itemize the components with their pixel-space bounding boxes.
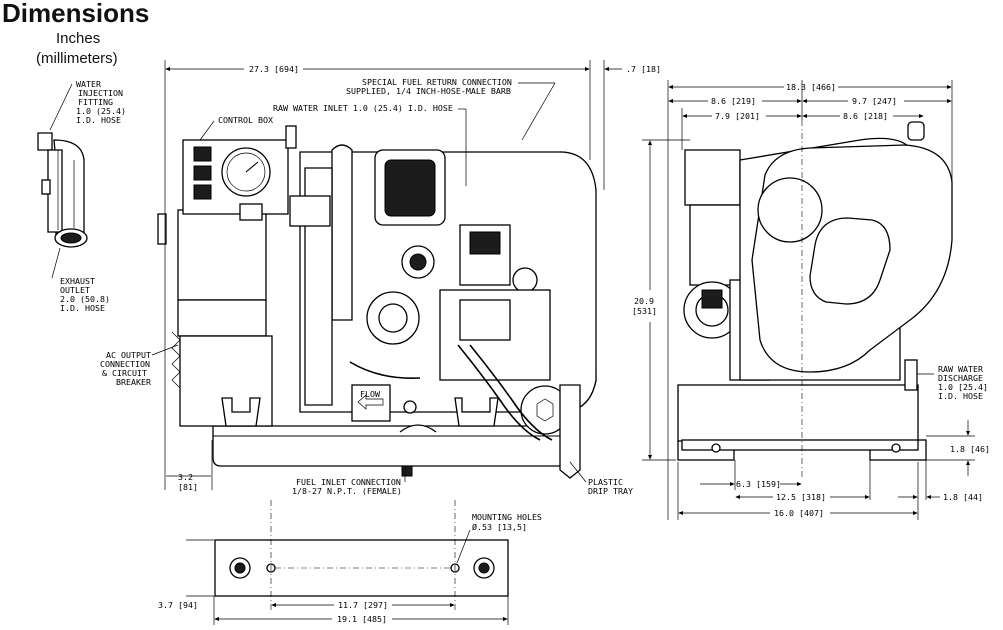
ac-output-callout: AC OUTPUT CONNECTION & CIRCUIT BREAKER bbox=[100, 344, 179, 387]
exhaust-outlet-line-4: I.D. HOSE bbox=[60, 303, 105, 313]
units-label: Inches bbox=[56, 30, 101, 47]
flow-label: FLOW bbox=[360, 389, 380, 399]
rail-length-dim: 19.1 [485] bbox=[337, 614, 387, 624]
front-offset-mm-dim: [81] bbox=[178, 482, 198, 492]
right-offset-dim: 8.6 [218] bbox=[843, 111, 888, 121]
raw-water-discharge-line-3: 1.0 [25.4] bbox=[938, 382, 988, 392]
height-mm-dim: [531] bbox=[632, 306, 657, 316]
overhang-dim: .7 [18] bbox=[626, 64, 661, 74]
ac-output-line-4: BREAKER bbox=[116, 377, 151, 387]
exhaust-outlet-line-2: OUTLET bbox=[60, 285, 90, 295]
side-view-dimensions: 27.3 [694] .7 [18] 3.2 [81] bbox=[164, 60, 661, 492]
fuel-inlet-callout: FUEL INLET CONNECTION 1/8-27 N.P.T. (FEM… bbox=[292, 468, 406, 496]
water-injection-callout: WATER INJECTION FITTING 1.0 (25.4) I.D. … bbox=[49, 79, 126, 131]
water-injection-line-3: FITTING bbox=[78, 97, 113, 107]
height-dim: 20.9 bbox=[634, 296, 654, 306]
center-to-right-dim: 9.7 [247] bbox=[852, 96, 897, 106]
base-width-mid-dim: 12.5 [318] bbox=[776, 492, 826, 502]
fuel-return-callout: SPECIAL FUEL RETURN CONNECTION SUPPLIED,… bbox=[346, 77, 556, 141]
base-height-dim: 1.8 [46] bbox=[950, 444, 990, 454]
front-offset-dim: 3.2 bbox=[178, 472, 193, 482]
end-view-dimensions: 18.3 [466] 8.6 [219] 9.7 [247] 7.9 [201]… bbox=[632, 80, 990, 520]
units-sublabel: (millimeters) bbox=[36, 50, 118, 67]
raw-water-inlet-callout: RAW WATER INLET 1.0 (25.4) I.D. HOSE bbox=[273, 103, 467, 186]
mounting-holes-line-2: Ø.53 [13,5] bbox=[472, 522, 527, 532]
rail-height-dim: 3.7 [94] bbox=[158, 600, 198, 610]
raw-water-inlet-label: RAW WATER INLET 1.0 (25.4) I.D. HOSE bbox=[273, 103, 453, 113]
water-injection-line-1: WATER bbox=[76, 79, 101, 89]
drip-tray-line-2: DRIP TRAY bbox=[588, 486, 633, 496]
ac-output-line-3: & CIRCUIT bbox=[102, 368, 147, 378]
mounting-holes-line-1: MOUNTING HOLES bbox=[472, 512, 542, 522]
end-view-generator bbox=[677, 120, 953, 480]
raw-water-discharge-line-2: DISCHARGE bbox=[938, 373, 983, 383]
drip-tray-line-1: PLASTIC bbox=[588, 477, 623, 487]
raw-water-discharge-line-4: I.D. HOSE bbox=[938, 391, 983, 401]
base-width-inner-dim: 6.3 [159] bbox=[736, 479, 781, 489]
water-injection-line-4: 1.0 (25.4) bbox=[76, 106, 126, 116]
exhaust-fitting bbox=[37, 132, 88, 248]
left-offset-dim: 7.9 [201] bbox=[715, 111, 760, 121]
control-box-callout: CONTROL BOX bbox=[199, 115, 273, 141]
water-injection-line-5: I.D. HOSE bbox=[76, 115, 121, 125]
drip-tray-callout: PLASTIC DRIP TRAY bbox=[569, 461, 633, 496]
mount-dimensions: 3.7 [94] 11.7 [297] 19.1 [485] bbox=[158, 539, 509, 625]
fuel-inlet-line-2: 1/8-27 N.P.T. (FEMALE) bbox=[292, 486, 402, 496]
side-view-generator: FLOW bbox=[157, 125, 597, 479]
left-to-center-dim: 8.6 [219] bbox=[711, 96, 756, 106]
ac-output-line-1: AC OUTPUT bbox=[106, 350, 151, 360]
overall-length-dim: 27.3 [694] bbox=[249, 64, 299, 74]
base-width-outer-dim: 16.0 [407] bbox=[774, 508, 824, 518]
fuel-return-line-2: SUPPLIED, 1/4 INCH-HOSE-MALE BARB bbox=[346, 86, 511, 96]
water-injection-line-2: INJECTION bbox=[78, 88, 123, 98]
raw-water-discharge-callout: RAW WATER DISCHARGE 1.0 [25.4] I.D. HOSE bbox=[917, 364, 988, 401]
right-margin-dim: 1.8 [44] bbox=[943, 492, 983, 502]
raw-water-discharge-line-1: RAW WATER bbox=[938, 364, 983, 374]
exhaust-outlet-callout: EXHAUST OUTLET 2.0 (50.8) I.D. HOSE bbox=[51, 247, 110, 313]
ac-output-line-2: CONNECTION bbox=[100, 359, 150, 369]
overall-width-dim: 18.3 [466] bbox=[786, 82, 836, 92]
mounting-holes-callout: MOUNTING HOLES Ø.53 [13,5] bbox=[456, 512, 542, 564]
exhaust-outlet-line-1: EXHAUST bbox=[60, 276, 95, 286]
hole-spacing-dim: 11.7 [297] bbox=[338, 600, 388, 610]
fuel-inlet-line-1: FUEL INLET CONNECTION bbox=[296, 477, 401, 487]
control-box-label: CONTROL BOX bbox=[218, 115, 273, 125]
mount-rail-view bbox=[214, 500, 509, 610]
page-title: Dimensions bbox=[2, 0, 150, 28]
exhaust-outlet-line-3: 2.0 (50.8) bbox=[60, 294, 110, 304]
fuel-return-line-1: SPECIAL FUEL RETURN CONNECTION bbox=[362, 77, 512, 87]
